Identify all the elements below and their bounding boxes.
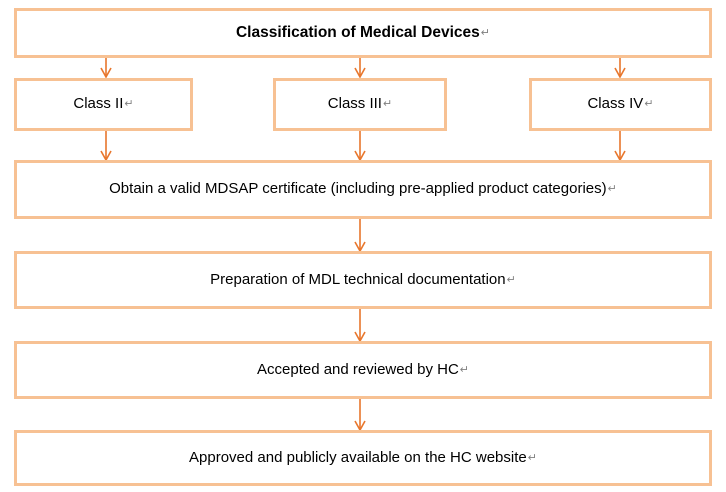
node-class-2-label: Class II — [73, 95, 124, 113]
node-class-3[interactable]: Class III↵ — [273, 78, 447, 131]
node-class-4-label: Class IV — [587, 95, 644, 113]
pilcrow-icon: ↵ — [527, 451, 537, 464]
connector-class-3-to-mdsap — [352, 131, 368, 162]
node-approved-label: Approved and publicly available on the H… — [189, 448, 527, 466]
pilcrow-icon: ↵ — [607, 183, 617, 196]
pilcrow-icon: ↵ — [459, 363, 469, 376]
node-approved[interactable]: Approved and publicly available on the H… — [14, 430, 712, 486]
connector-classification-to-class-4 — [612, 56, 628, 79]
pilcrow-icon: ↵ — [506, 273, 516, 286]
node-mdsap[interactable]: Obtain a valid MDSAP certificate (includ… — [14, 160, 712, 219]
node-mdsap-label: Obtain a valid MDSAP certificate (includ… — [109, 180, 607, 198]
pilcrow-icon: ↵ — [124, 98, 134, 111]
connector-classification-to-class-2 — [98, 56, 114, 79]
node-review[interactable]: Accepted and reviewed by HC↵ — [14, 341, 712, 399]
node-classification-label: Classification of Medical Devices — [235, 24, 480, 42]
node-mdl-prep-label: Preparation of MDL technical documentati… — [210, 270, 506, 288]
node-review-label: Accepted and reviewed by HC — [257, 360, 459, 378]
connector-class-2-to-mdsap — [98, 131, 114, 162]
connector-mdsap-to-mdl-prep — [352, 219, 368, 253]
pilcrow-icon: ↵ — [480, 26, 490, 39]
node-mdl-prep[interactable]: Preparation of MDL technical documentati… — [14, 251, 712, 309]
connector-classification-to-class-3 — [352, 56, 368, 79]
pilcrow-icon: ↵ — [644, 98, 654, 111]
pilcrow-icon: ↵ — [382, 98, 393, 111]
node-class-3-label: Class III — [327, 95, 382, 113]
connector-class-4-to-mdsap — [612, 131, 628, 162]
node-classification[interactable]: Classification of Medical Devices↵ — [14, 8, 712, 58]
node-class-4[interactable]: Class IV↵ — [529, 78, 712, 131]
connector-review-to-approved — [352, 399, 368, 432]
node-class-2[interactable]: Class II↵ — [14, 78, 193, 131]
